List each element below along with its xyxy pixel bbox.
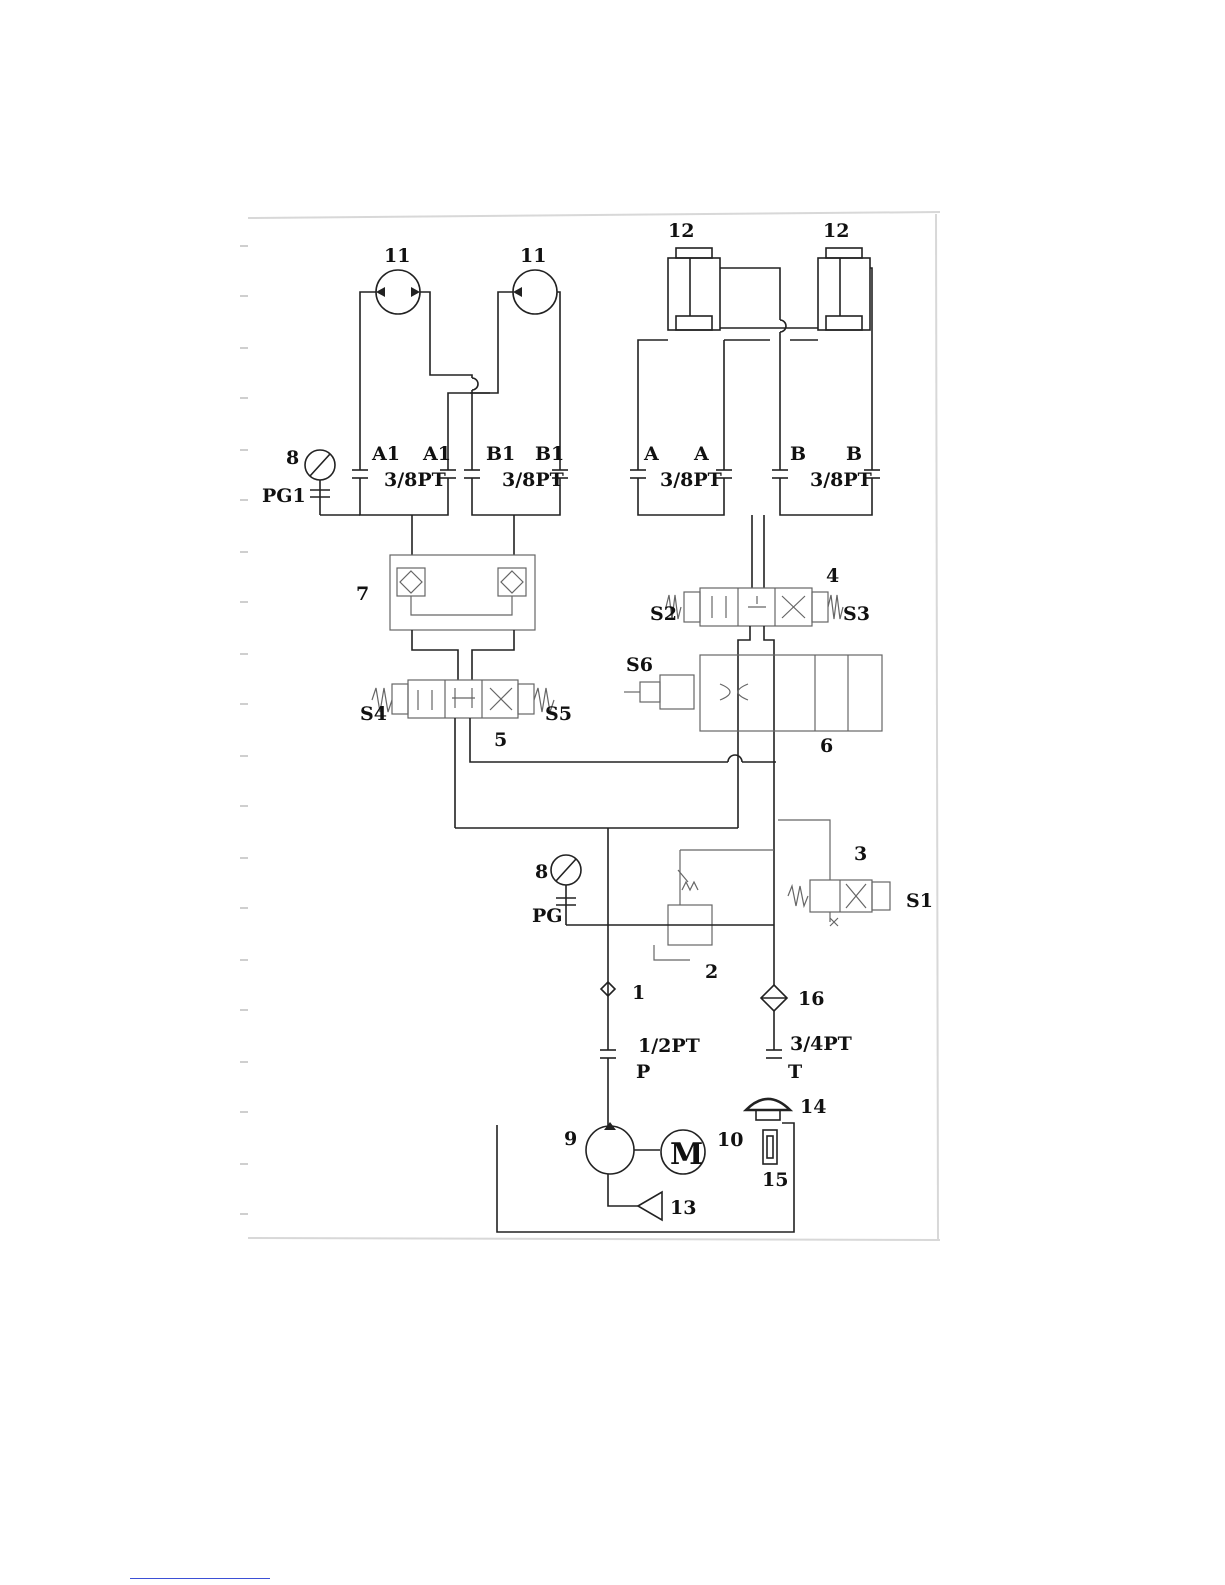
label-pg: PG bbox=[532, 905, 563, 927]
label-3-8pt-d: 3/8PT bbox=[810, 469, 872, 491]
label-12-left: 12 bbox=[668, 220, 694, 242]
label-3: 3 bbox=[854, 843, 867, 865]
diagram-labels: 11 11 12 12 8 PG1 A1 A1 B1 B1 3/8PT 3/8P… bbox=[262, 220, 933, 1219]
cylinder-lines bbox=[638, 268, 872, 470]
label-1: 1 bbox=[632, 982, 645, 1004]
label-11-left: 11 bbox=[384, 245, 410, 267]
label-15: 15 bbox=[762, 1169, 788, 1191]
label-5: 5 bbox=[494, 729, 507, 751]
scan-frame bbox=[240, 212, 940, 1240]
pressure-gauge-pg bbox=[551, 855, 581, 910]
label-2: 2 bbox=[705, 961, 718, 983]
breather-cap-14 bbox=[746, 1099, 790, 1120]
motor-symbol-m: M bbox=[670, 1137, 703, 1172]
directional-valve-5 bbox=[372, 680, 776, 828]
label-b1-left: B1 bbox=[486, 443, 515, 465]
label-pg1: PG1 bbox=[262, 485, 306, 507]
label-s4: S4 bbox=[360, 703, 387, 725]
main-pressure-header bbox=[455, 828, 738, 1050]
footer-link-underline bbox=[130, 1578, 270, 1579]
label-11-right: 11 bbox=[520, 245, 546, 267]
label-12-right: 12 bbox=[823, 220, 849, 242]
label-a1-right: A1 bbox=[422, 443, 451, 465]
label-13: 13 bbox=[670, 1197, 696, 1219]
pump-9 bbox=[586, 1122, 660, 1206]
label-b1-right: B1 bbox=[535, 443, 564, 465]
label-4: 4 bbox=[826, 565, 839, 587]
return-filter-16 bbox=[761, 935, 787, 1050]
label-14: 14 bbox=[800, 1096, 826, 1118]
hydraulic-motor-left bbox=[376, 270, 420, 314]
label-3-8pt-c: 3/8PT bbox=[660, 469, 722, 491]
suction-strainer-13 bbox=[638, 1192, 662, 1220]
label-1-2pt: 1/2PT bbox=[638, 1035, 700, 1057]
label-16: 16 bbox=[798, 988, 824, 1010]
label-s5: S5 bbox=[545, 703, 572, 725]
label-3-8pt-a: 3/8PT bbox=[384, 469, 446, 491]
level-gauge-15 bbox=[763, 1130, 777, 1164]
label-a-right: A bbox=[693, 443, 709, 465]
label-port-p: P bbox=[636, 1061, 650, 1083]
label-b-left: B bbox=[790, 443, 806, 465]
label-b-right: B bbox=[846, 443, 862, 465]
label-8-bottom: 8 bbox=[535, 861, 548, 883]
label-s1: S1 bbox=[906, 890, 933, 912]
label-8-top: 8 bbox=[286, 447, 299, 469]
label-s3: S3 bbox=[843, 603, 870, 625]
label-3-4pt: 3/4PT bbox=[790, 1033, 852, 1055]
label-a1-left: A1 bbox=[371, 443, 400, 465]
label-s6: S6 bbox=[626, 654, 653, 676]
label-7: 7 bbox=[356, 583, 369, 605]
solenoid-valve-3 bbox=[778, 820, 890, 926]
label-9: 9 bbox=[564, 1128, 577, 1150]
label-a-left: A bbox=[643, 443, 659, 465]
label-6: 6 bbox=[820, 735, 833, 757]
port-t-coupler bbox=[766, 1050, 782, 1058]
reservoir-tank bbox=[497, 1123, 794, 1232]
flow-control-block-6 bbox=[624, 655, 882, 731]
pressure-gauge-pg1 bbox=[305, 450, 335, 515]
hydraulic-cylinder-right bbox=[818, 248, 870, 330]
port-p-coupler bbox=[600, 1050, 616, 1126]
label-3-8pt-b: 3/8PT bbox=[502, 469, 564, 491]
label-port-t: T bbox=[788, 1061, 802, 1083]
hydraulic-cylinder-left bbox=[668, 248, 720, 330]
hydraulic-motor-right bbox=[513, 270, 557, 314]
relief-valve-2 bbox=[566, 850, 774, 960]
label-10: 10 bbox=[717, 1129, 743, 1151]
label-s2: S2 bbox=[650, 603, 677, 625]
pilot-check-block-7 bbox=[390, 515, 535, 680]
